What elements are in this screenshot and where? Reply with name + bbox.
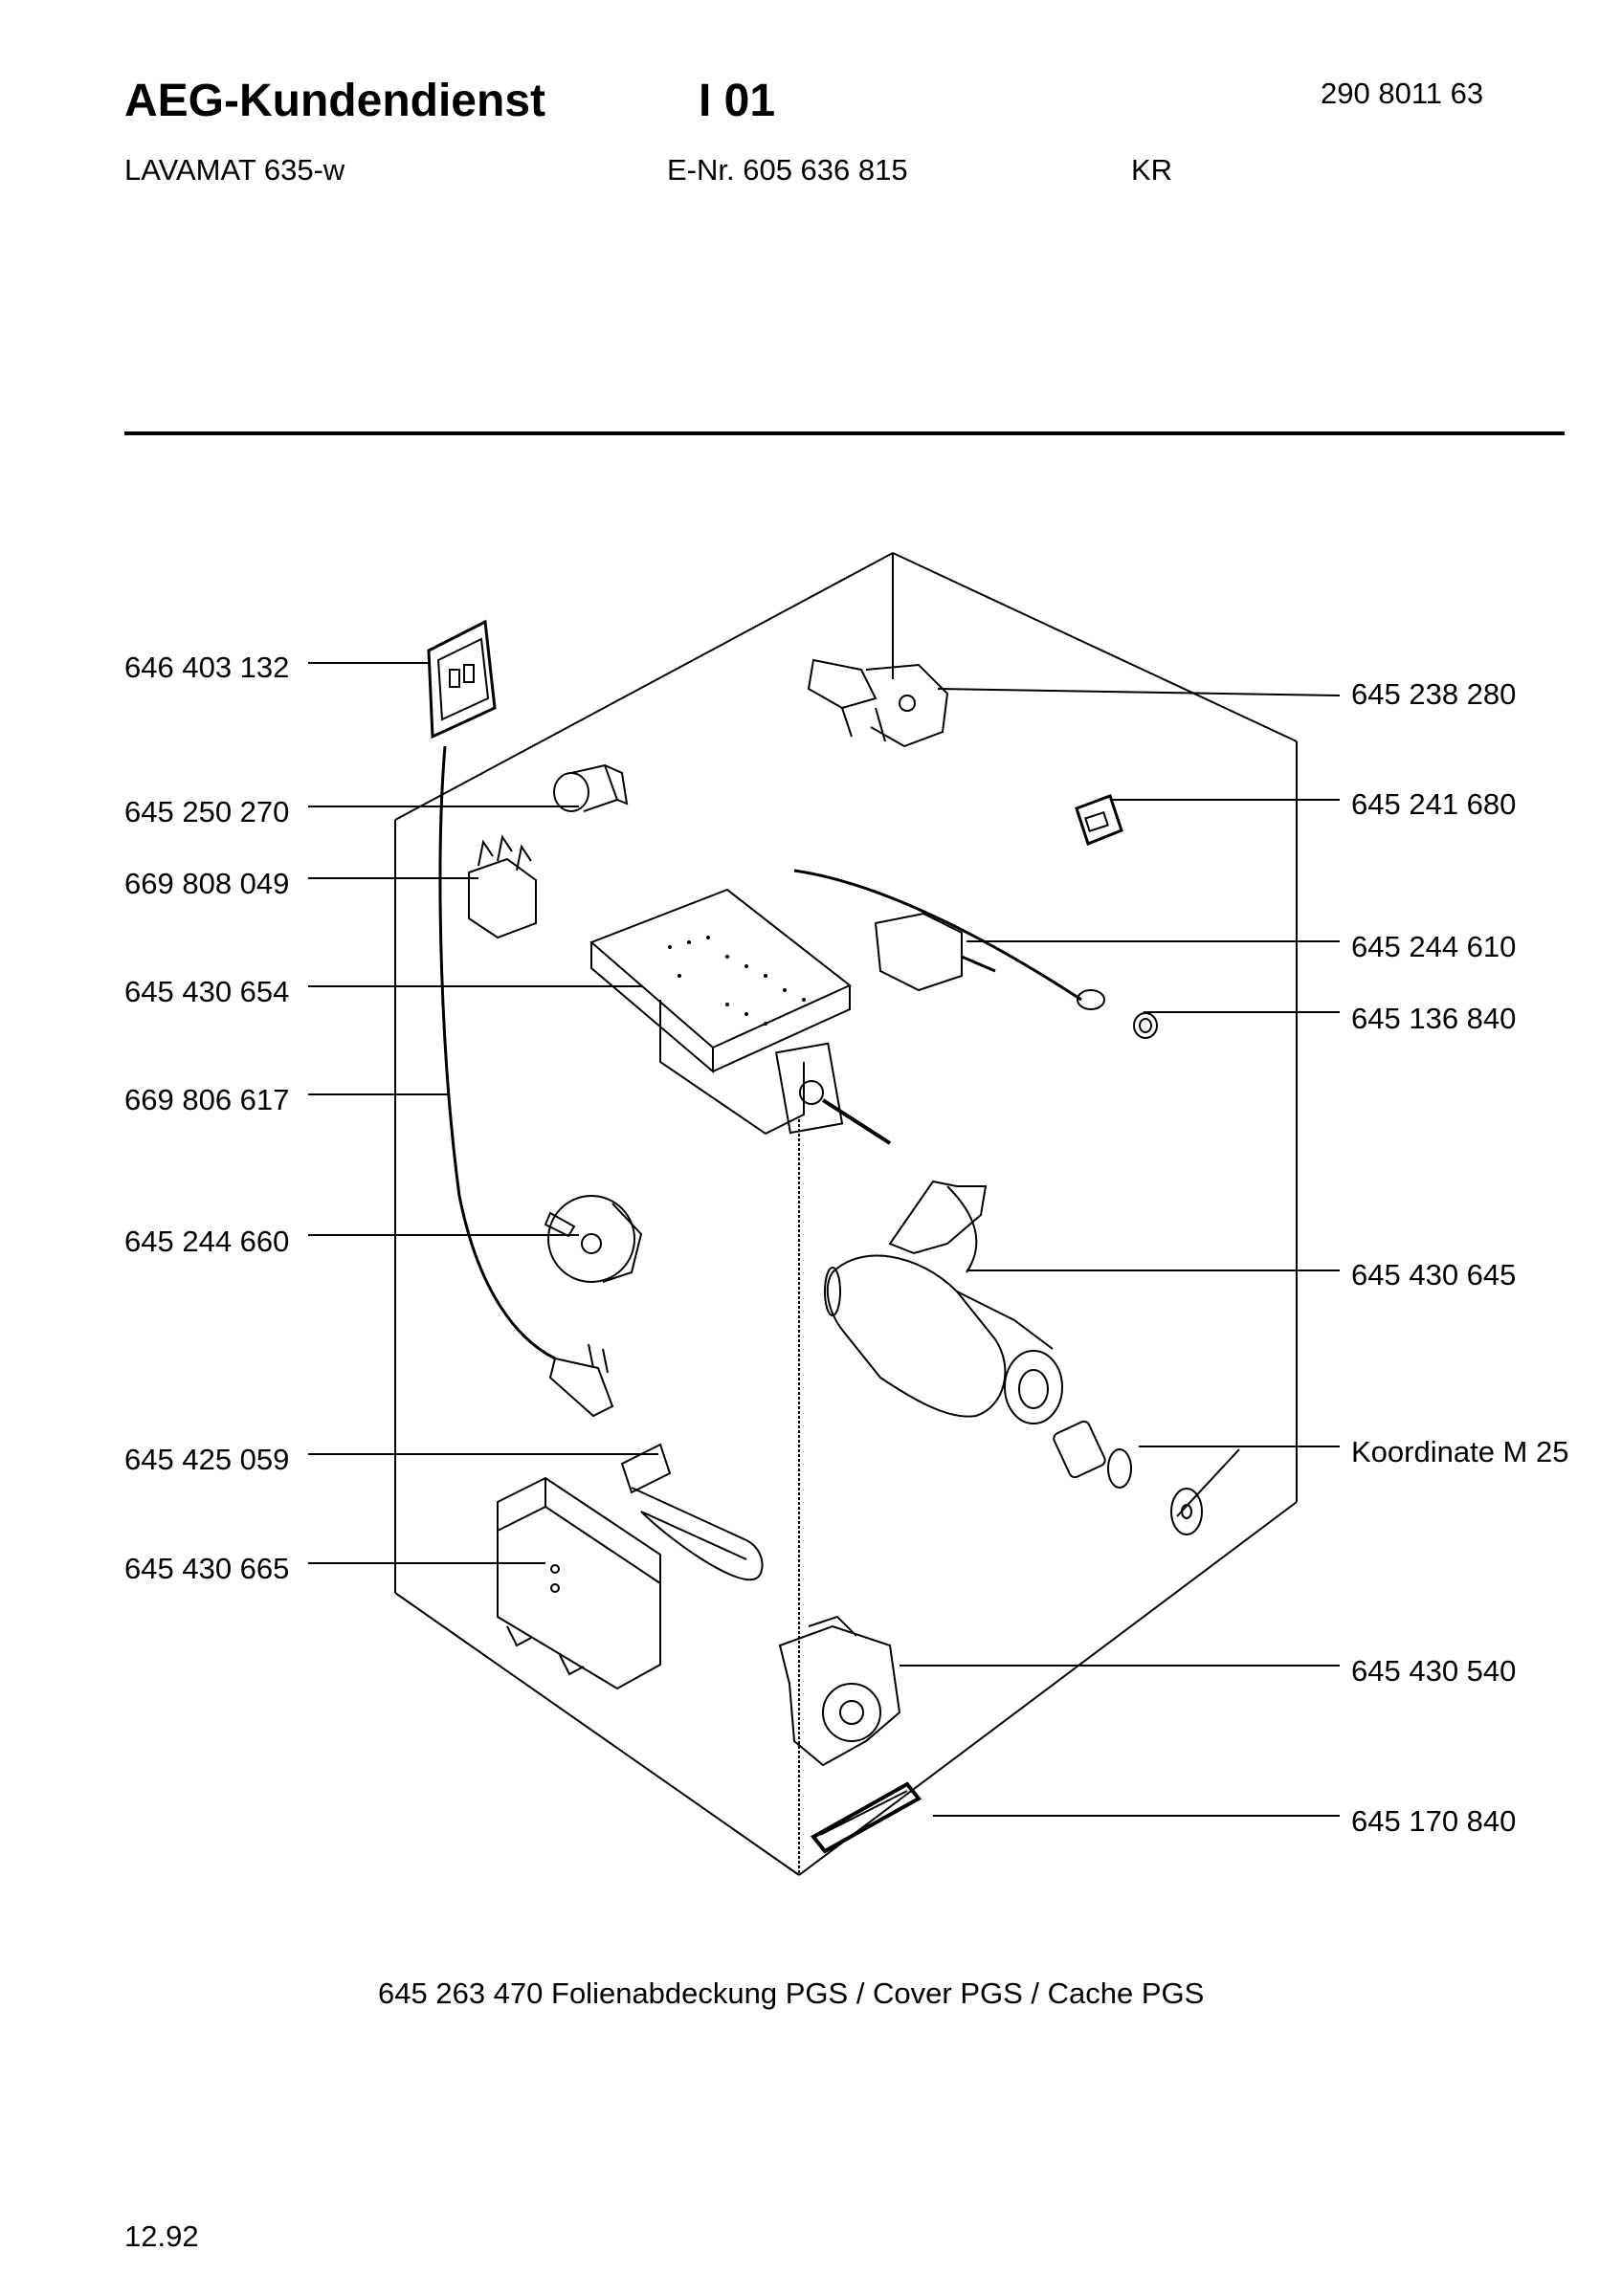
cover-part-note: 645 263 470 Folienabdeckung PGS / Cover … bbox=[378, 1976, 1205, 2010]
part-number-label: 645 430 540 bbox=[1351, 1654, 1517, 1688]
terminal-block-part bbox=[468, 834, 537, 939]
dispenser-valve-part bbox=[807, 658, 949, 748]
capacitor-part bbox=[553, 763, 629, 812]
mains-cable-part bbox=[438, 745, 614, 1418]
leader-lines-left bbox=[308, 662, 670, 1564]
thermostat-part bbox=[793, 869, 1105, 1010]
part-number-label: 645 430 665 bbox=[124, 1552, 290, 1585]
part-number-label: 645 430 645 bbox=[1351, 1258, 1517, 1292]
relay-part bbox=[1075, 794, 1123, 846]
part-number-label: 645 238 280 bbox=[1351, 677, 1517, 711]
coordinate-m25-parts bbox=[1053, 1420, 1203, 1535]
filter-seal-part bbox=[810, 1781, 922, 1854]
part-number-label: 645 136 840 bbox=[1351, 1002, 1517, 1035]
door-switch-part bbox=[427, 619, 497, 740]
leader-lines-right bbox=[900, 688, 1341, 1817]
part-number-label: 645 244 610 bbox=[1351, 930, 1517, 963]
selector-switch-part bbox=[544, 1195, 643, 1283]
grommet-part bbox=[1133, 1012, 1158, 1039]
brand-title: AEG-Kundendienst bbox=[124, 76, 545, 126]
drain-pump-part bbox=[778, 1615, 901, 1767]
control-box-part bbox=[497, 1476, 661, 1690]
part-number-label: 645 425 059 bbox=[124, 1443, 290, 1476]
variant-code: KR bbox=[1131, 153, 1173, 187]
cabinet-wireframe bbox=[394, 552, 1298, 1876]
electronic-module-part bbox=[589, 888, 892, 1145]
coordinate-label: Koordinate M 25 bbox=[1351, 1435, 1569, 1468]
part-number-label: 646 403 132 bbox=[124, 651, 290, 684]
heating-element-part bbox=[620, 1443, 764, 1581]
header-rule bbox=[124, 431, 1565, 435]
part-number-label: 645 430 654 bbox=[124, 975, 290, 1008]
group-code: I 01 bbox=[699, 76, 776, 126]
part-number-label: 645 170 840 bbox=[1351, 1804, 1517, 1838]
motor-part bbox=[824, 1180, 1063, 1424]
e-number: E-Nr. 605 636 815 bbox=[667, 153, 908, 187]
part-number-label: 645 244 660 bbox=[124, 1225, 290, 1258]
part-number-label: 645 250 270 bbox=[124, 795, 290, 828]
model-name: LAVAMAT 635-w bbox=[124, 153, 345, 187]
part-number-label: 669 806 617 bbox=[124, 1083, 290, 1116]
document-number: 290 8011 63 bbox=[1321, 77, 1484, 110]
part-number-label: 669 808 049 bbox=[124, 867, 290, 900]
part-number-label: 645 241 680 bbox=[1351, 787, 1517, 821]
issue-date: 12.92 bbox=[124, 2219, 199, 2253]
